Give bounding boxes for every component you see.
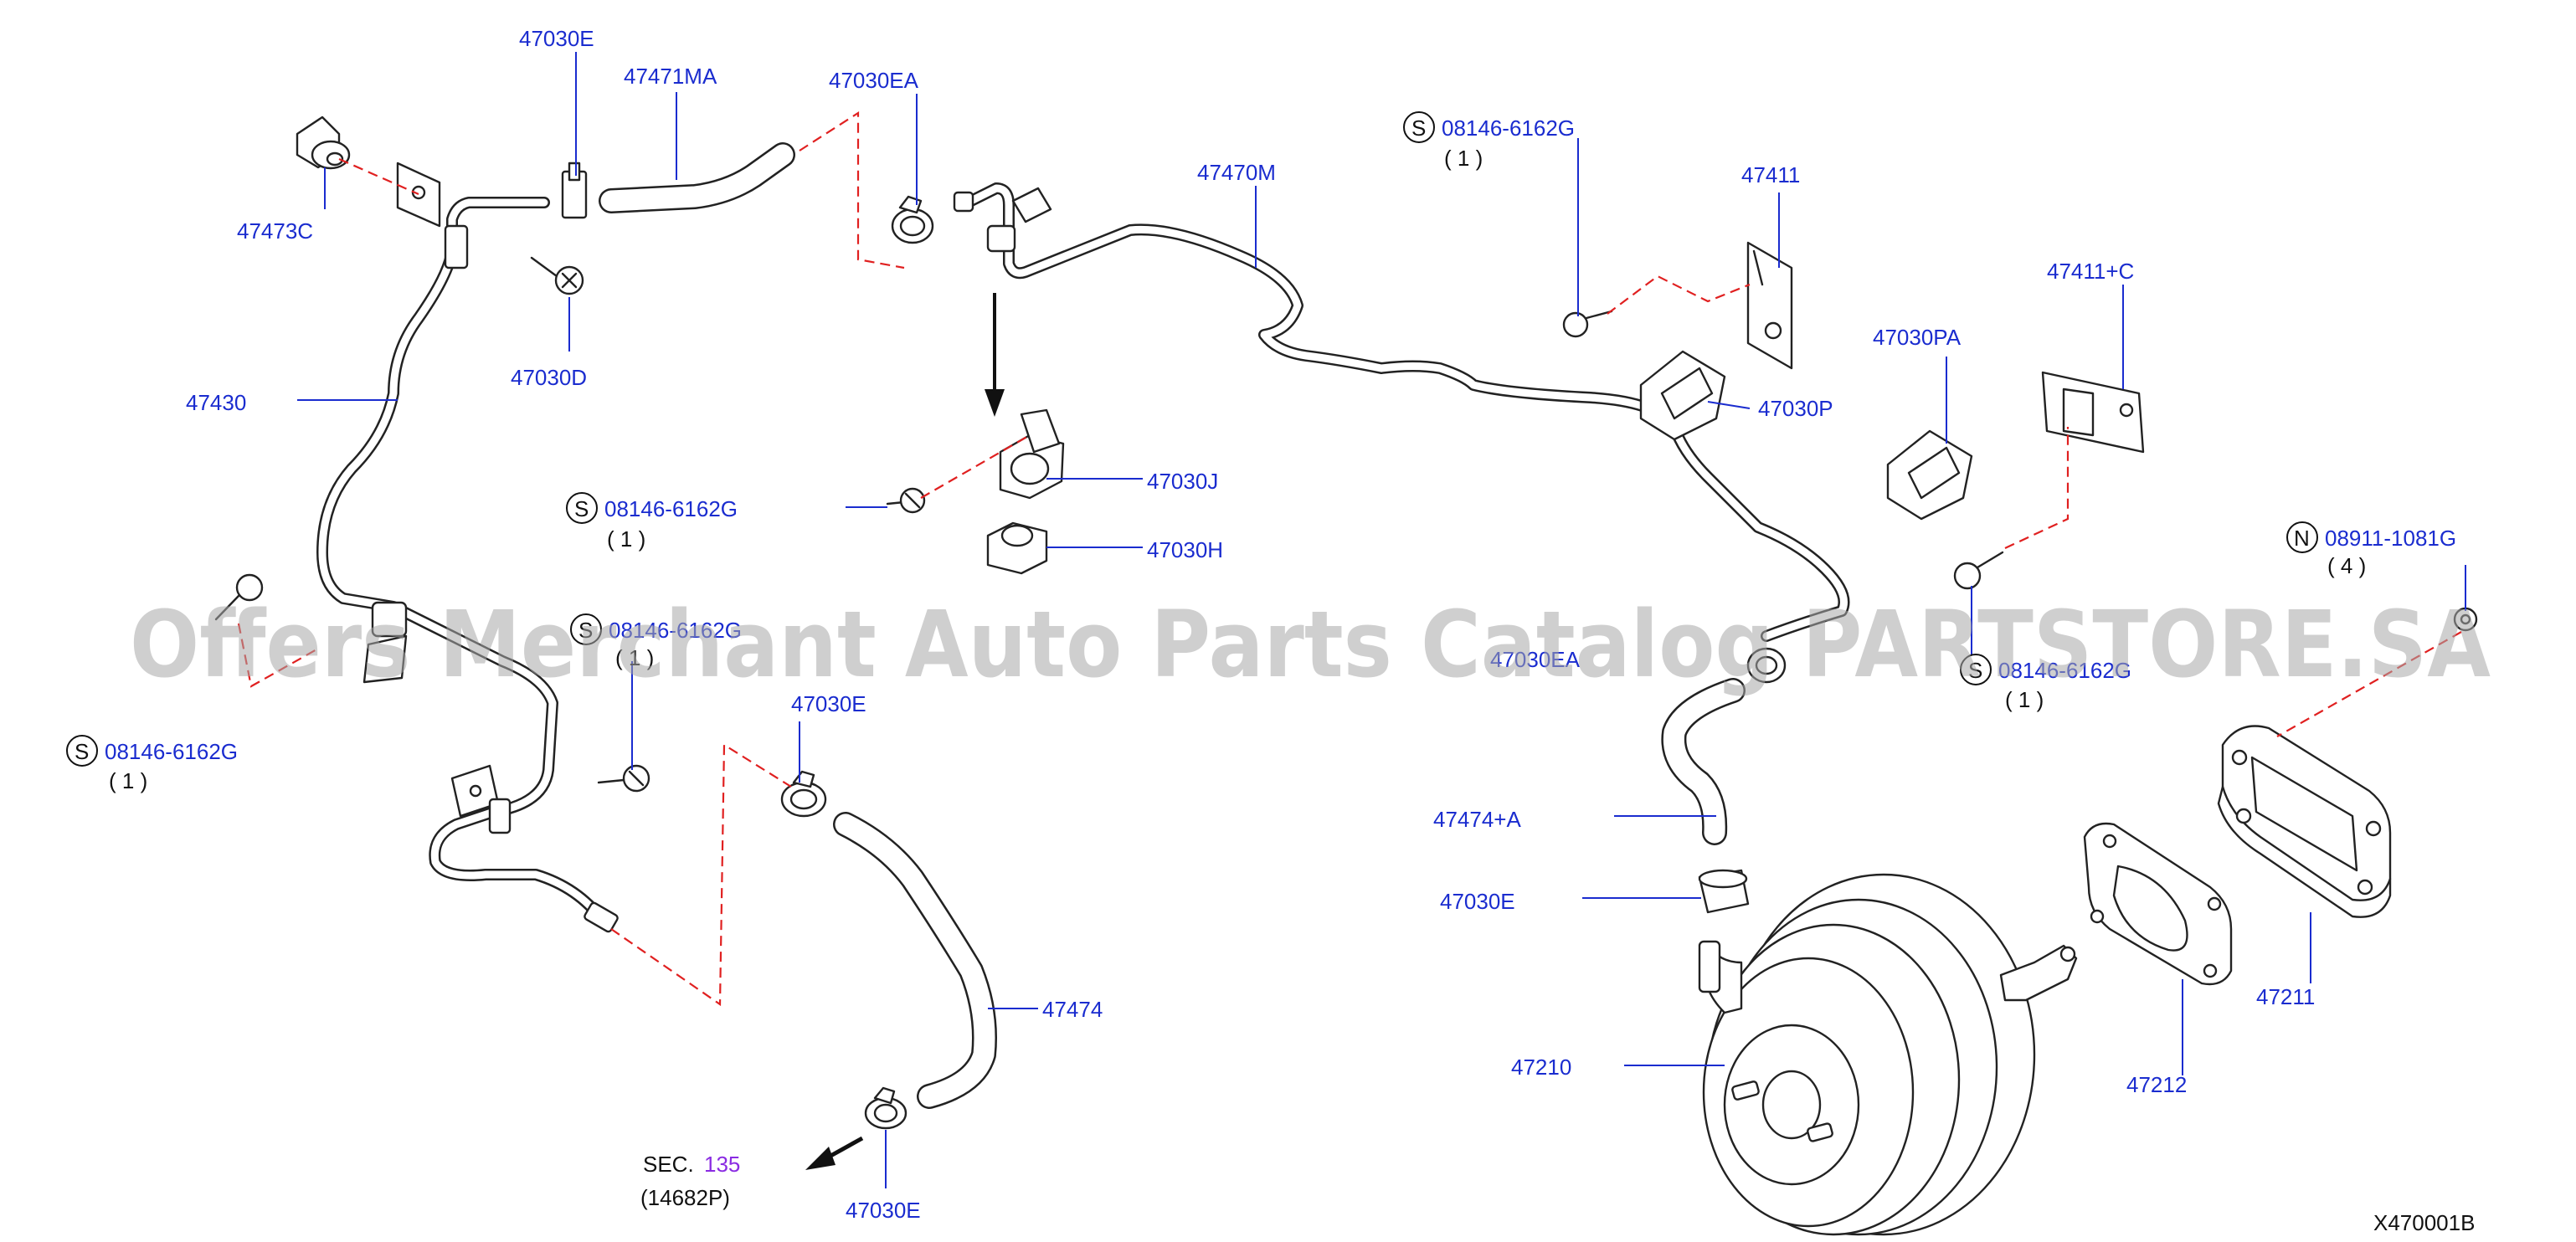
symbol-n: N <box>2294 526 2310 551</box>
bracket-47411C[interactable] <box>2041 371 2145 454</box>
clip-47030P[interactable] <box>1639 350 1726 441</box>
hose-47471MA[interactable] <box>599 142 795 213</box>
symbol-s: S <box>1411 115 1426 141</box>
bolt-partnum: 08146-6162G <box>609 618 742 643</box>
bolt-callout-2[interactable]: S 08146-6162G ( 1 ) <box>566 492 738 552</box>
label-47210[interactable]: 47210 <box>1511 1055 1571 1080</box>
bolt-qty: ( 1 ) <box>109 768 147 793</box>
label-47474A[interactable]: 47474+A <box>1433 807 1521 832</box>
spacer-47211[interactable] <box>2217 725 2392 918</box>
clamp-47030E-right[interactable] <box>1698 869 1750 914</box>
label-47211[interactable]: 47211 <box>2256 984 2315 1009</box>
bolt-partnum: 08146-6162G <box>1442 115 1575 141</box>
section-reference[interactable]: SEC. 135 (14682P) <box>640 1152 740 1210</box>
label-47030EA-top[interactable]: 47030EA <box>829 68 919 93</box>
symbol-s: S <box>1968 658 1982 683</box>
bolt-right-mid[interactable] <box>1953 551 2004 590</box>
label-47030E-mid[interactable]: 47030E <box>791 691 866 716</box>
nut-qty: ( 4 ) <box>2327 553 2366 578</box>
sec-subref: (14682P) <box>640 1185 730 1210</box>
symbol-s: S <box>574 496 589 521</box>
symbol-s: S <box>578 618 593 643</box>
bolt-qty: ( 1 ) <box>607 526 645 552</box>
label-47030D[interactable]: 47030D <box>511 365 587 390</box>
label-47030E-top[interactable]: 47030E <box>519 26 594 51</box>
bolt-mid[interactable] <box>886 487 926 514</box>
label-47473C[interactable]: 47473C <box>237 218 313 244</box>
bolt-callout-4[interactable]: S 08146-6162G ( 1 ) <box>66 735 238 793</box>
leader-lines <box>297 52 2466 1188</box>
assembly-guides <box>237 110 2462 1007</box>
connector-47030E-top[interactable] <box>561 162 588 219</box>
bolt-qty: ( 1 ) <box>2005 687 2044 712</box>
bolt-callout-1[interactable]: S 08146-6162G ( 1 ) <box>1403 111 1575 171</box>
vacuum-pipe-47430[interactable] <box>316 162 619 933</box>
bolt-callout-3[interactable]: S 08146-6162G ( 1 ) <box>570 613 742 670</box>
clip-47030PA[interactable] <box>1886 429 1973 521</box>
bolt-qty: ( 1 ) <box>615 645 654 670</box>
hose-47474A[interactable] <box>1661 678 1746 845</box>
brake-booster-47210[interactable] <box>1698 873 2078 1236</box>
label-47470M[interactable]: 47470M <box>1197 160 1276 185</box>
clamp-47030EA-top[interactable] <box>891 195 934 244</box>
direction-arrow <box>985 293 1005 417</box>
part-labels: 47030E 47471MA 47030EA 47473C 47030D 474… <box>186 26 2315 1223</box>
diagram-code: X470001B <box>2373 1210 2475 1235</box>
clamp-47030EA-mid[interactable] <box>1746 647 1787 684</box>
bolt-left[interactable] <box>214 573 264 621</box>
bolt-partnum: 08146-6162G <box>105 739 238 764</box>
bolt-47411[interactable] <box>1562 310 1613 338</box>
gasket-47212[interactable] <box>2083 822 2233 986</box>
label-47430[interactable]: 47430 <box>186 390 246 415</box>
hose-47474[interactable] <box>833 812 997 1109</box>
clip-47030J[interactable] <box>999 408 1065 500</box>
grommet-47473C[interactable] <box>296 115 351 170</box>
vacuum-pipe-47470M[interactable] <box>953 182 1850 642</box>
clamp-47030E-mid[interactable] <box>780 770 827 818</box>
bolt-partnum: 08146-6162G <box>1998 658 2131 683</box>
label-47212[interactable]: 47212 <box>2126 1072 2187 1097</box>
bolt-47030D[interactable] <box>530 256 584 295</box>
symbol-s: S <box>75 739 89 764</box>
label-47030E-bottom[interactable]: 47030E <box>846 1198 921 1223</box>
sec-prefix: SEC. <box>643 1152 694 1177</box>
label-47474[interactable]: 47474 <box>1042 997 1103 1022</box>
nut-callout[interactable]: N 08911-1081G ( 4 ) <box>2286 521 2456 578</box>
bolt-callout-5[interactable]: S 08146-6162G ( 1 ) <box>1960 654 2131 712</box>
sec-number-link[interactable]: 135 <box>704 1152 740 1177</box>
label-47030EA-mid[interactable]: 47030EA <box>1490 647 1581 672</box>
nut-partnum: 08911-1081G <box>2325 526 2456 551</box>
clip-47030H[interactable] <box>986 521 1048 575</box>
clamp-47030E-bottom[interactable] <box>864 1086 908 1130</box>
bolt-qty: ( 1 ) <box>1444 146 1483 171</box>
label-47030P[interactable]: 47030P <box>1758 396 1833 421</box>
watermark: Offers Merchant Auto Parts Catalog PARTS… <box>130 591 2491 698</box>
bolt-lower-center[interactable] <box>597 764 650 793</box>
label-47030H[interactable]: 47030H <box>1147 537 1223 562</box>
sec-arrow <box>805 1136 864 1170</box>
label-47471MA[interactable]: 47471MA <box>624 64 717 89</box>
bolt-partnum: 08146-6162G <box>604 496 738 521</box>
label-47030PA[interactable]: 47030PA <box>1873 325 1962 350</box>
label-47411C[interactable]: 47411+C <box>2047 259 2134 284</box>
label-47030J[interactable]: 47030J <box>1147 469 1218 494</box>
bracket-47411[interactable] <box>1746 241 1793 370</box>
label-47411[interactable]: 47411 <box>1741 162 1800 187</box>
label-47030E-right[interactable]: 47030E <box>1440 889 1515 914</box>
